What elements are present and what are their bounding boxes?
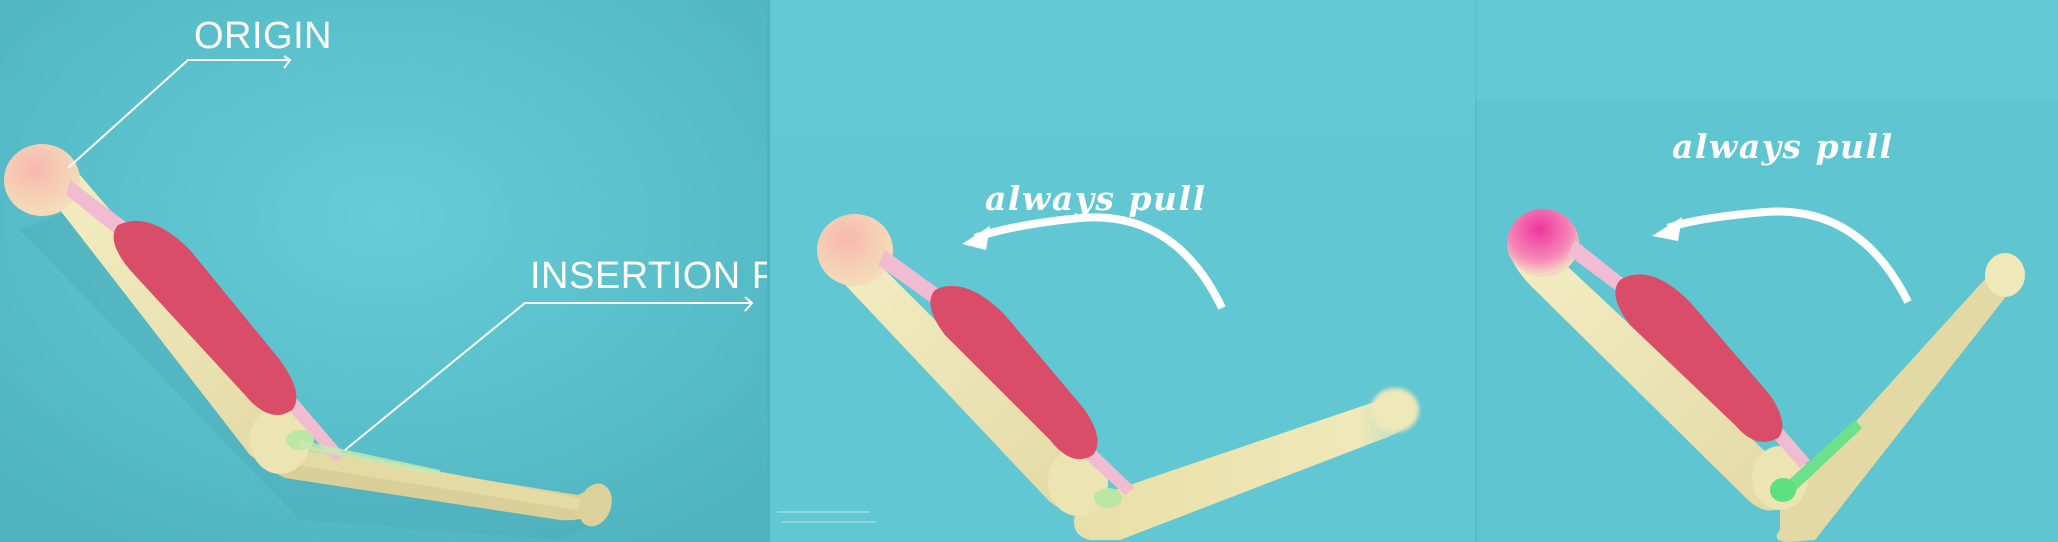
proximal-tendon xyxy=(1568,240,1628,292)
origin-head-active xyxy=(1507,209,1579,277)
origin-head xyxy=(4,144,80,216)
insertion-leader-tick xyxy=(744,296,754,312)
panel-3: always pull xyxy=(1477,0,2058,542)
humerus-bone xyxy=(39,157,294,463)
insertion-leader-line xyxy=(344,302,750,451)
insertion-tendon-active xyxy=(1780,420,1862,496)
panel-2: always pull xyxy=(770,0,1475,542)
curved-arrow-icon xyxy=(962,213,1226,310)
insertion-highlight-active xyxy=(1770,478,1796,502)
panel-2-top-band xyxy=(770,0,1475,135)
proximal-tendon xyxy=(878,250,940,302)
elbow-joint xyxy=(250,406,310,474)
panel-divider xyxy=(1475,100,1477,542)
humerus-bone xyxy=(828,237,1093,511)
forearm-bone xyxy=(1776,262,2019,542)
proximal-tendon xyxy=(66,180,130,238)
forearm-end xyxy=(578,483,612,527)
pull-caption: always pull xyxy=(1672,127,1894,166)
humerus-bone xyxy=(1508,232,1793,511)
panel-divider xyxy=(767,0,770,542)
biceps-muscle xyxy=(930,285,1098,460)
origin-callout: ORIGIN xyxy=(67,15,332,169)
forearm-end xyxy=(1985,253,2025,297)
origin-head xyxy=(817,214,893,286)
origin-leader-tick xyxy=(283,55,292,69)
biceps-muscle xyxy=(1615,274,1783,442)
arm-3 xyxy=(1507,209,2025,542)
biceps-muscle xyxy=(113,220,297,415)
forearm-bone xyxy=(1074,395,1410,540)
insertion-highlight xyxy=(1094,488,1122,508)
origin-leader-line xyxy=(67,59,290,169)
arm-1 xyxy=(4,144,612,527)
insertion-tendon xyxy=(300,440,440,476)
pull-caption: always pull xyxy=(985,179,1207,218)
panel-1: ORIGIN INSERTION POINT xyxy=(0,0,870,542)
forearm-end xyxy=(1371,388,1419,432)
curved-arrow-icon xyxy=(1652,207,1912,304)
origin-label: ORIGIN xyxy=(194,15,332,57)
arm-2 xyxy=(817,214,1419,540)
panel-3-top-band xyxy=(1477,0,2058,100)
